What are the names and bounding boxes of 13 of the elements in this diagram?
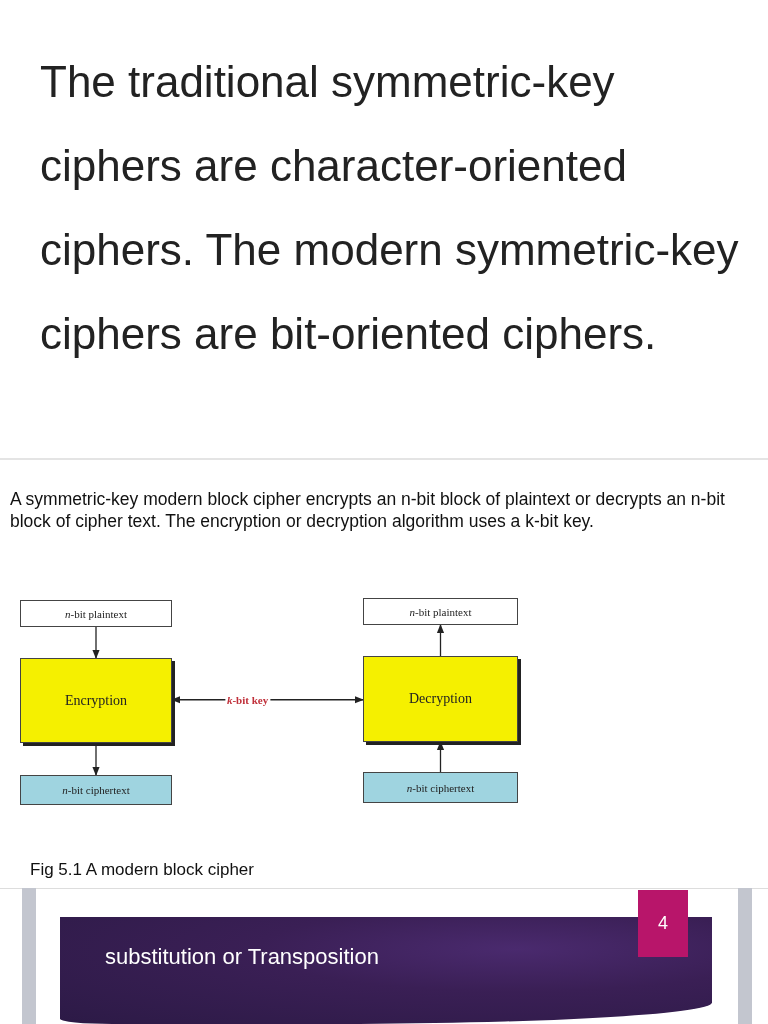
slide-number-tab: 4 [638, 890, 688, 957]
decryption-box: Decryption [363, 656, 518, 742]
arrow [92, 626, 100, 659]
slide-title: substitution or Transposition [105, 944, 379, 970]
figure-caption: Fig 5.1 A modern block cipher [30, 860, 254, 880]
encryption-box: Encryption [20, 658, 172, 743]
plaintext-box: n-bit plaintext [363, 598, 518, 625]
heading: The traditional symmetric-key ciphers are character-oriented ciphers. The modern symmetric-key ciphers are bit-oriented ciphers. [40, 56, 740, 360]
plaintext-box: n-bit plaintext [20, 600, 172, 627]
arrow [436, 624, 445, 657]
paragraph: A symmetric-key modern block cipher encrypts an n-bit block of plaintext or decrypts an n-bit block of cipher text. The encryption or decryption algorithm uses a k-bit key. [10, 488, 726, 532]
ciphertext-box: n-bit ciphertext [20, 775, 172, 805]
ciphertext-box: n-bit ciphertext [363, 772, 518, 803]
